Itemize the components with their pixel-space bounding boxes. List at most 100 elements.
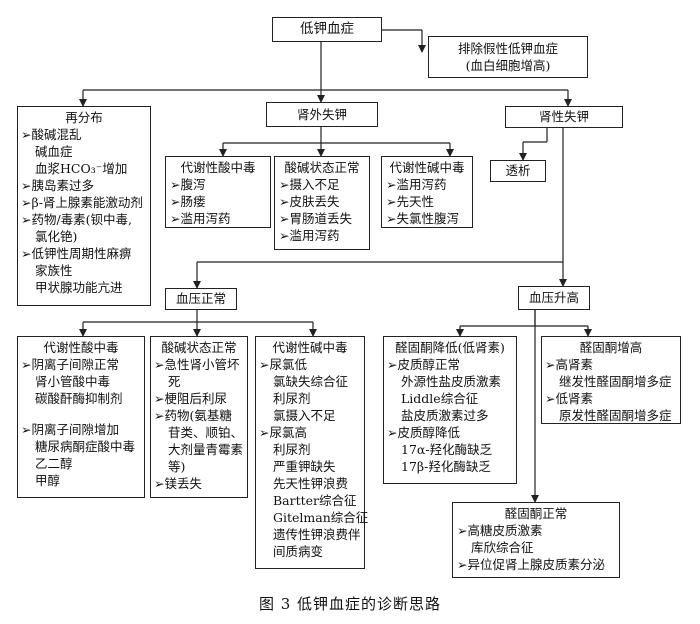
node-redistribution: 再分布 ➢酸碱混乱碱血症血浆HCO₃⁻增加 ➢胰岛素过多 ➢β-肾上腺素能激动剂 ➢药…: [17, 106, 151, 306]
list-item: 继发性醛固酮增多症: [559, 374, 672, 389]
node-hypokalemia: 低钾血症: [272, 17, 382, 42]
list-item: 死: [168, 374, 181, 389]
node-acid-base-normal-extrarenal: 酸碱状态正常 ➢摄入不足 ➢皮肤丢失 ➢胃肠道丢失 ➢滥用泻药: [274, 156, 370, 250]
list-item: 17α-羟化酶缺乏: [401, 442, 493, 457]
node-renal-loss: 肾性失钾: [505, 106, 623, 128]
list-item: ➢药物(氨基糖: [154, 408, 232, 423]
alkalosis-b-title: 代谢性碱中毒: [272, 340, 348, 355]
aldo-normal-list: ➢高糖皮质激素库欣综合征 ➢异位促肾上腺皮质素分泌: [457, 522, 615, 573]
node-aldosterone-normal: 醛固酮正常 ➢高糖皮质激素库欣综合征 ➢异位促肾上腺皮质素分泌: [452, 502, 620, 578]
normal-a-item: ➢皮肤丢失: [279, 194, 340, 209]
normal-a-item: ➢摄入不足: [279, 177, 340, 192]
node-dialysis: 透析: [490, 160, 546, 182]
list-item: 苷类、顺铂、: [168, 425, 244, 440]
list-item: ➢皮质醇降低: [387, 425, 460, 440]
renal-label: 肾性失钾: [538, 109, 589, 124]
normal-a-title: 酸碱状态正常: [284, 160, 360, 175]
list-item: 严重钾缺失: [273, 459, 336, 474]
alkalosis-a-item: ➢滥用泻药: [386, 177, 447, 192]
list-item: ➢药物/毒素(钡中毒,: [21, 212, 133, 227]
node-bp-normal: 血压正常: [165, 288, 237, 310]
list-item: 17β-羟化酶缺乏: [401, 459, 491, 474]
list-item: 碳酸酐酶抑制剂: [35, 391, 123, 406]
list-item: ➢皮质醇正常: [387, 357, 460, 372]
node-aldosterone-high: 醛固酮增高 ➢高肾素继发性醛固酮增多症 ➢低肾素原发性醛固酮增多症: [541, 336, 681, 424]
list-item: ➢酸碱混乱: [21, 127, 82, 142]
list-item: Liddle综合征: [401, 391, 479, 406]
figure-caption: 图 3 低钾血症的诊断思路: [258, 595, 442, 613]
aldo-high-title: 醛固酮增高: [579, 340, 643, 355]
exclude-line-2: (血白细胞增高): [465, 58, 551, 73]
list-item: 原发性醛固酮增多症: [559, 408, 672, 423]
aldo-low-list: ➢皮质醇正常外源性盐皮质激素 Liddle综合征盐皮质激素过多 ➢皮质醇降低 17α-…: [387, 356, 513, 475]
list-item: ➢阴离子间隙增加: [21, 422, 119, 437]
list-item: 乙二醇: [35, 456, 73, 471]
acidosis-b-title: 代谢性酸中毒: [43, 340, 119, 355]
list-item: 外源性盐皮质激素: [401, 374, 502, 389]
list-item: 血浆HCO₃⁻增加: [35, 161, 128, 176]
node-metabolic-alkalosis-renal: 代谢性碱中毒 ➢尿氯低氯缺失综合征利尿剂氯摄入不足➢尿氯高利尿剂严重钾缺失先天性…: [255, 336, 369, 569]
list-item: ➢异位促肾上腺皮质素分泌: [457, 557, 605, 572]
list-item: ➢急性肾小管坏: [154, 357, 240, 372]
acidosis-a-item: ➢腹泻: [170, 177, 206, 192]
list-item: ➢低钾性周期性麻痹: [21, 246, 132, 261]
list-item: ➢梗阻后利尿: [154, 391, 227, 406]
list-item: ➢低肾素: [545, 391, 593, 406]
list-item: ➢胰岛素过多: [21, 178, 94, 193]
list-item: ➢阴离子间隙正常: [21, 357, 119, 372]
list-item: 间质病变: [273, 544, 324, 559]
list-item: 库欣综合征: [471, 540, 534, 555]
list-item: 利尿剂: [273, 391, 311, 406]
list-item: 大剂量青霉素: [168, 442, 244, 457]
list-item: 等): [168, 459, 186, 474]
node-aldosterone-low: 醛固酮降低(低肾素) ➢皮质醇正常外源性盐皮质激素 Liddle综合征盐皮质激素过…: [383, 336, 517, 484]
node-metabolic-alkalosis-extrarenal: 代谢性碱中毒 ➢滥用泻药 ➢先天性 ➢失氯性腹泻: [381, 156, 473, 228]
list-item: 利尿剂: [273, 442, 311, 457]
aldo-normal-title: 醛固酮正常: [504, 506, 568, 521]
redistribution-list: ➢酸碱混乱碱血症血浆HCO₃⁻增加 ➢胰岛素过多 ➢β-肾上腺素能激动剂 ➢药物/毒素…: [21, 126, 147, 296]
node-extrarenal-loss: 肾外失钾: [266, 102, 378, 127]
list-item: 糖尿病酮症酸中毒: [35, 439, 136, 454]
redistribution-title: 再分布: [65, 110, 103, 125]
list-item: 遗传性钾浪费伴: [273, 527, 361, 542]
alkalosis-a-item: ➢失氯性腹泻: [386, 211, 459, 226]
list-item: 氯缺失综合征: [273, 374, 349, 389]
list-item: ➢高肾素: [545, 357, 593, 372]
normal-a-item: ➢滥用泻药: [279, 228, 340, 243]
list-item: [21, 407, 141, 421]
list-item: 甲醇: [35, 473, 61, 488]
alkalosis-a-item: ➢先天性: [386, 194, 434, 209]
exclude-line-1: 排除假性低钾血症: [457, 41, 558, 56]
list-item: ➢尿氯高: [259, 425, 307, 440]
list-item: 碱血症: [35, 144, 73, 159]
list-item: 盐皮质激素过多: [401, 408, 489, 423]
aldo-low-title: 醛固酮降低(低肾素): [395, 340, 505, 355]
list-item: 氯化铯): [35, 229, 78, 244]
node-metabolic-acidosis-renal: 代谢性酸中毒 ➢阴离子间隙正常肾小管酸中毒碳酸酐酶抑制剂 ➢阴离子间隙增加糖尿病酮…: [17, 336, 145, 498]
list-item: ➢尿氯低: [259, 357, 307, 372]
list-item: ➢β-肾上腺素能激动剂: [21, 195, 143, 210]
acidosis-a-item: ➢滥用泻药: [170, 211, 231, 226]
node-exclude-pseudo: 排除假性低钾血症 (血白细胞增高): [428, 36, 588, 78]
list-item: ➢高糖皮质激素: [457, 523, 543, 538]
extrarenal-label: 肾外失钾: [296, 107, 347, 122]
list-item: 甲状腺功能亢进: [35, 280, 123, 295]
normal-b-title: 酸碱状态正常: [161, 340, 237, 355]
list-item: 肾小管酸中毒: [35, 374, 111, 389]
acidosis-a-title: 代谢性酸中毒: [180, 160, 256, 175]
aldo-high-list: ➢高肾素继发性醛固酮增多症 ➢低肾素原发性醛固酮增多症: [545, 356, 677, 424]
node-metabolic-acidosis-extrarenal: 代谢性酸中毒 ➢腹泻 ➢肠瘘 ➢滥用泻药: [165, 156, 271, 228]
node-hypokalemia-label: 低钾血症: [300, 21, 354, 37]
normal-a-item: ➢胃肠道丢失: [279, 211, 352, 226]
list-item: 先天性钾浪费: [273, 476, 349, 491]
list-item: Gitelman综合征: [273, 510, 369, 525]
normal-b-list: ➢急性肾小管坏死 ➢梗阻后利尿 ➢药物(氨基糖苷类、顺铂、大剂量青霉素等) ➢镁丢失: [154, 356, 244, 492]
list-item: ➢镁丢失: [154, 476, 202, 491]
acidosis-b-list: ➢阴离子间隙正常肾小管酸中毒碳酸酐酶抑制剂 ➢阴离子间隙增加糖尿病酮症酸中毒乙二醇…: [21, 356, 141, 489]
list-item: Bartter综合征: [273, 493, 357, 508]
bp-normal-label: 血压正常: [175, 291, 226, 306]
node-bp-high: 血压升高: [518, 286, 590, 310]
